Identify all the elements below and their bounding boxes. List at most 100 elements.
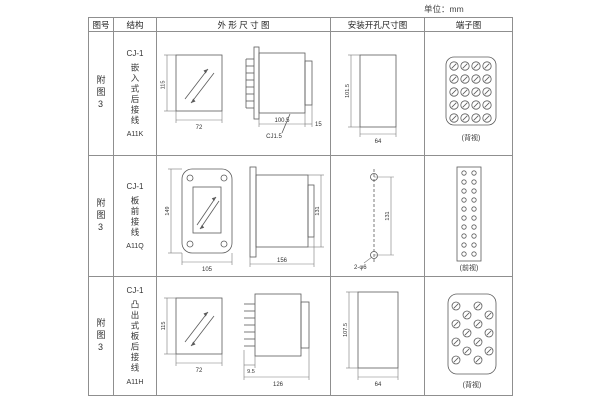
outline-drawing-cell: 115 72	[156, 31, 331, 156]
terminal-circle	[451, 355, 460, 364]
screw-slot-icon	[472, 114, 479, 121]
screw-slot-icon	[464, 348, 469, 353]
screw-slot-icon	[453, 321, 458, 326]
terminal-circle	[481, 112, 492, 123]
terminal-circle	[451, 319, 460, 328]
note-leader-line	[281, 113, 290, 133]
screw-slot-icon	[461, 62, 468, 69]
cutout-rect	[357, 291, 398, 368]
header-mounting: 安装开孔尺寸图	[330, 17, 425, 32]
header-outline: 外 形 尺 寸 图	[156, 17, 331, 32]
terminal-diagram-a11k: (背视)	[445, 56, 496, 142]
structure-cell: CJ-1 凸出式板后接线 A11H	[113, 276, 157, 396]
terminal-circle	[470, 241, 477, 248]
terminal-circle	[460, 223, 467, 230]
dim-depth-label: 100.5	[274, 118, 290, 124]
terminal-strip-outline	[456, 166, 481, 261]
terminal-circle	[459, 60, 470, 71]
outline-drawing-cell: 149 105 156	[156, 155, 331, 277]
terminal-circle	[473, 355, 482, 364]
dim-height-label: 149	[165, 206, 171, 215]
terminal-circle	[470, 178, 477, 185]
screw-slot-icon	[472, 62, 479, 69]
terminal-circle	[460, 214, 467, 221]
dim-width-label: 64	[374, 382, 381, 388]
terminal-circle	[462, 346, 471, 355]
terminal-circle	[481, 99, 492, 110]
model-label: CJ-1	[126, 49, 144, 58]
terminal-circle	[448, 112, 459, 123]
terminal-circle	[470, 73, 481, 84]
mounting-drawing-a11h: 107.5 64	[343, 291, 398, 388]
screw-slot-icon	[461, 75, 468, 82]
model-label: CJ-1	[126, 286, 144, 296]
terminal-circle	[460, 250, 467, 257]
spec-table: 图号 结构 外 形 尺 寸 图 安装开孔尺寸图 端子图 附图3 CJ-1 嵌入式…	[88, 17, 513, 396]
mounting-drawing-a11q: 131 2-φ6	[354, 168, 394, 271]
dim-body-height-label: 131	[315, 206, 321, 215]
terminal-circle	[470, 169, 477, 176]
screw-slot-icon	[450, 62, 457, 69]
table-row: 附图3 CJ-1 嵌入式后接线 A11K	[88, 31, 513, 156]
screw-slot-icon	[483, 114, 490, 121]
dim-height-label: 131	[385, 211, 391, 220]
terminal-circle	[459, 73, 470, 84]
table-row: 附图3 CJ-1 凸出式板后接线 A11H	[88, 276, 513, 396]
front-view	[175, 54, 222, 111]
dim-depth-label: 126	[272, 382, 283, 388]
dim-width-label: 105	[201, 267, 212, 273]
fig-no: 附图3	[95, 75, 106, 112]
side-view	[245, 46, 312, 119]
code-label: A11K	[126, 131, 144, 138]
dim-width-label: 72	[195, 125, 202, 131]
header-row: 图号 结构 外 形 尺 寸 图 安装开孔尺寸图 端子图	[88, 17, 513, 32]
screw-slot-icon	[483, 75, 490, 82]
screw-slot-icon	[475, 339, 480, 344]
terminal-circle	[473, 337, 482, 346]
view-label: (前视)	[459, 263, 478, 272]
dim-height-lines	[163, 297, 176, 354]
screw-slot-icon	[453, 303, 458, 308]
fig-no: 附图3	[95, 197, 106, 235]
fig-no-cell: 附图3	[88, 276, 114, 396]
front-view	[175, 297, 222, 354]
screw-slot-icon	[461, 114, 468, 121]
dim-height-label: 115	[160, 80, 166, 89]
dim-depth-label: 156	[276, 258, 287, 264]
dim-width-label: 72	[195, 368, 202, 374]
terminal-circle	[470, 205, 477, 212]
screw-slot-icon	[461, 88, 468, 95]
outline-drawing-a11h: 115 72 9.5	[161, 293, 309, 388]
screw-slot-icon	[453, 339, 458, 344]
structure-label: 嵌入式后接线	[130, 63, 140, 126]
terminal-circle	[460, 169, 467, 176]
terminal-circle	[470, 223, 477, 230]
screw-slot-icon	[464, 330, 469, 335]
structure-cell: CJ-1 嵌入式后接线 A11K	[113, 31, 157, 156]
terminal-circle	[470, 214, 477, 221]
terminal-circle	[448, 73, 459, 84]
dim-height-label: 107.5	[343, 323, 349, 337]
terminal-block-outline	[447, 293, 496, 374]
screw-slot-icon	[461, 101, 468, 108]
terminal-circle	[460, 196, 467, 203]
terminal-circle	[460, 205, 467, 212]
model-label: CJ-1	[126, 182, 144, 191]
terminal-diagram-a11q: (前视)	[456, 166, 481, 272]
header-fig-no: 图号	[88, 17, 114, 32]
terminal-circle	[484, 346, 493, 355]
screw-slot-icon	[450, 114, 457, 121]
terminal-circle	[462, 310, 471, 319]
table-row: 附图3 CJ-1 板前接线 A11Q	[88, 155, 513, 277]
screw-slot-icon	[464, 312, 469, 317]
unit-label: 单位：mm	[424, 4, 464, 14]
outline-drawing-a11k: 115 72	[160, 46, 322, 140]
screw-slot-icon	[472, 75, 479, 82]
structure-label: 凸出式板后接线	[130, 300, 140, 374]
dim-lines	[345, 291, 398, 380]
terminal-circle	[470, 250, 477, 257]
dim-depth-lines	[249, 236, 314, 267]
terminal-circle	[448, 99, 459, 110]
terminal-circle	[459, 112, 470, 123]
dim-pin-lines	[243, 349, 255, 368]
